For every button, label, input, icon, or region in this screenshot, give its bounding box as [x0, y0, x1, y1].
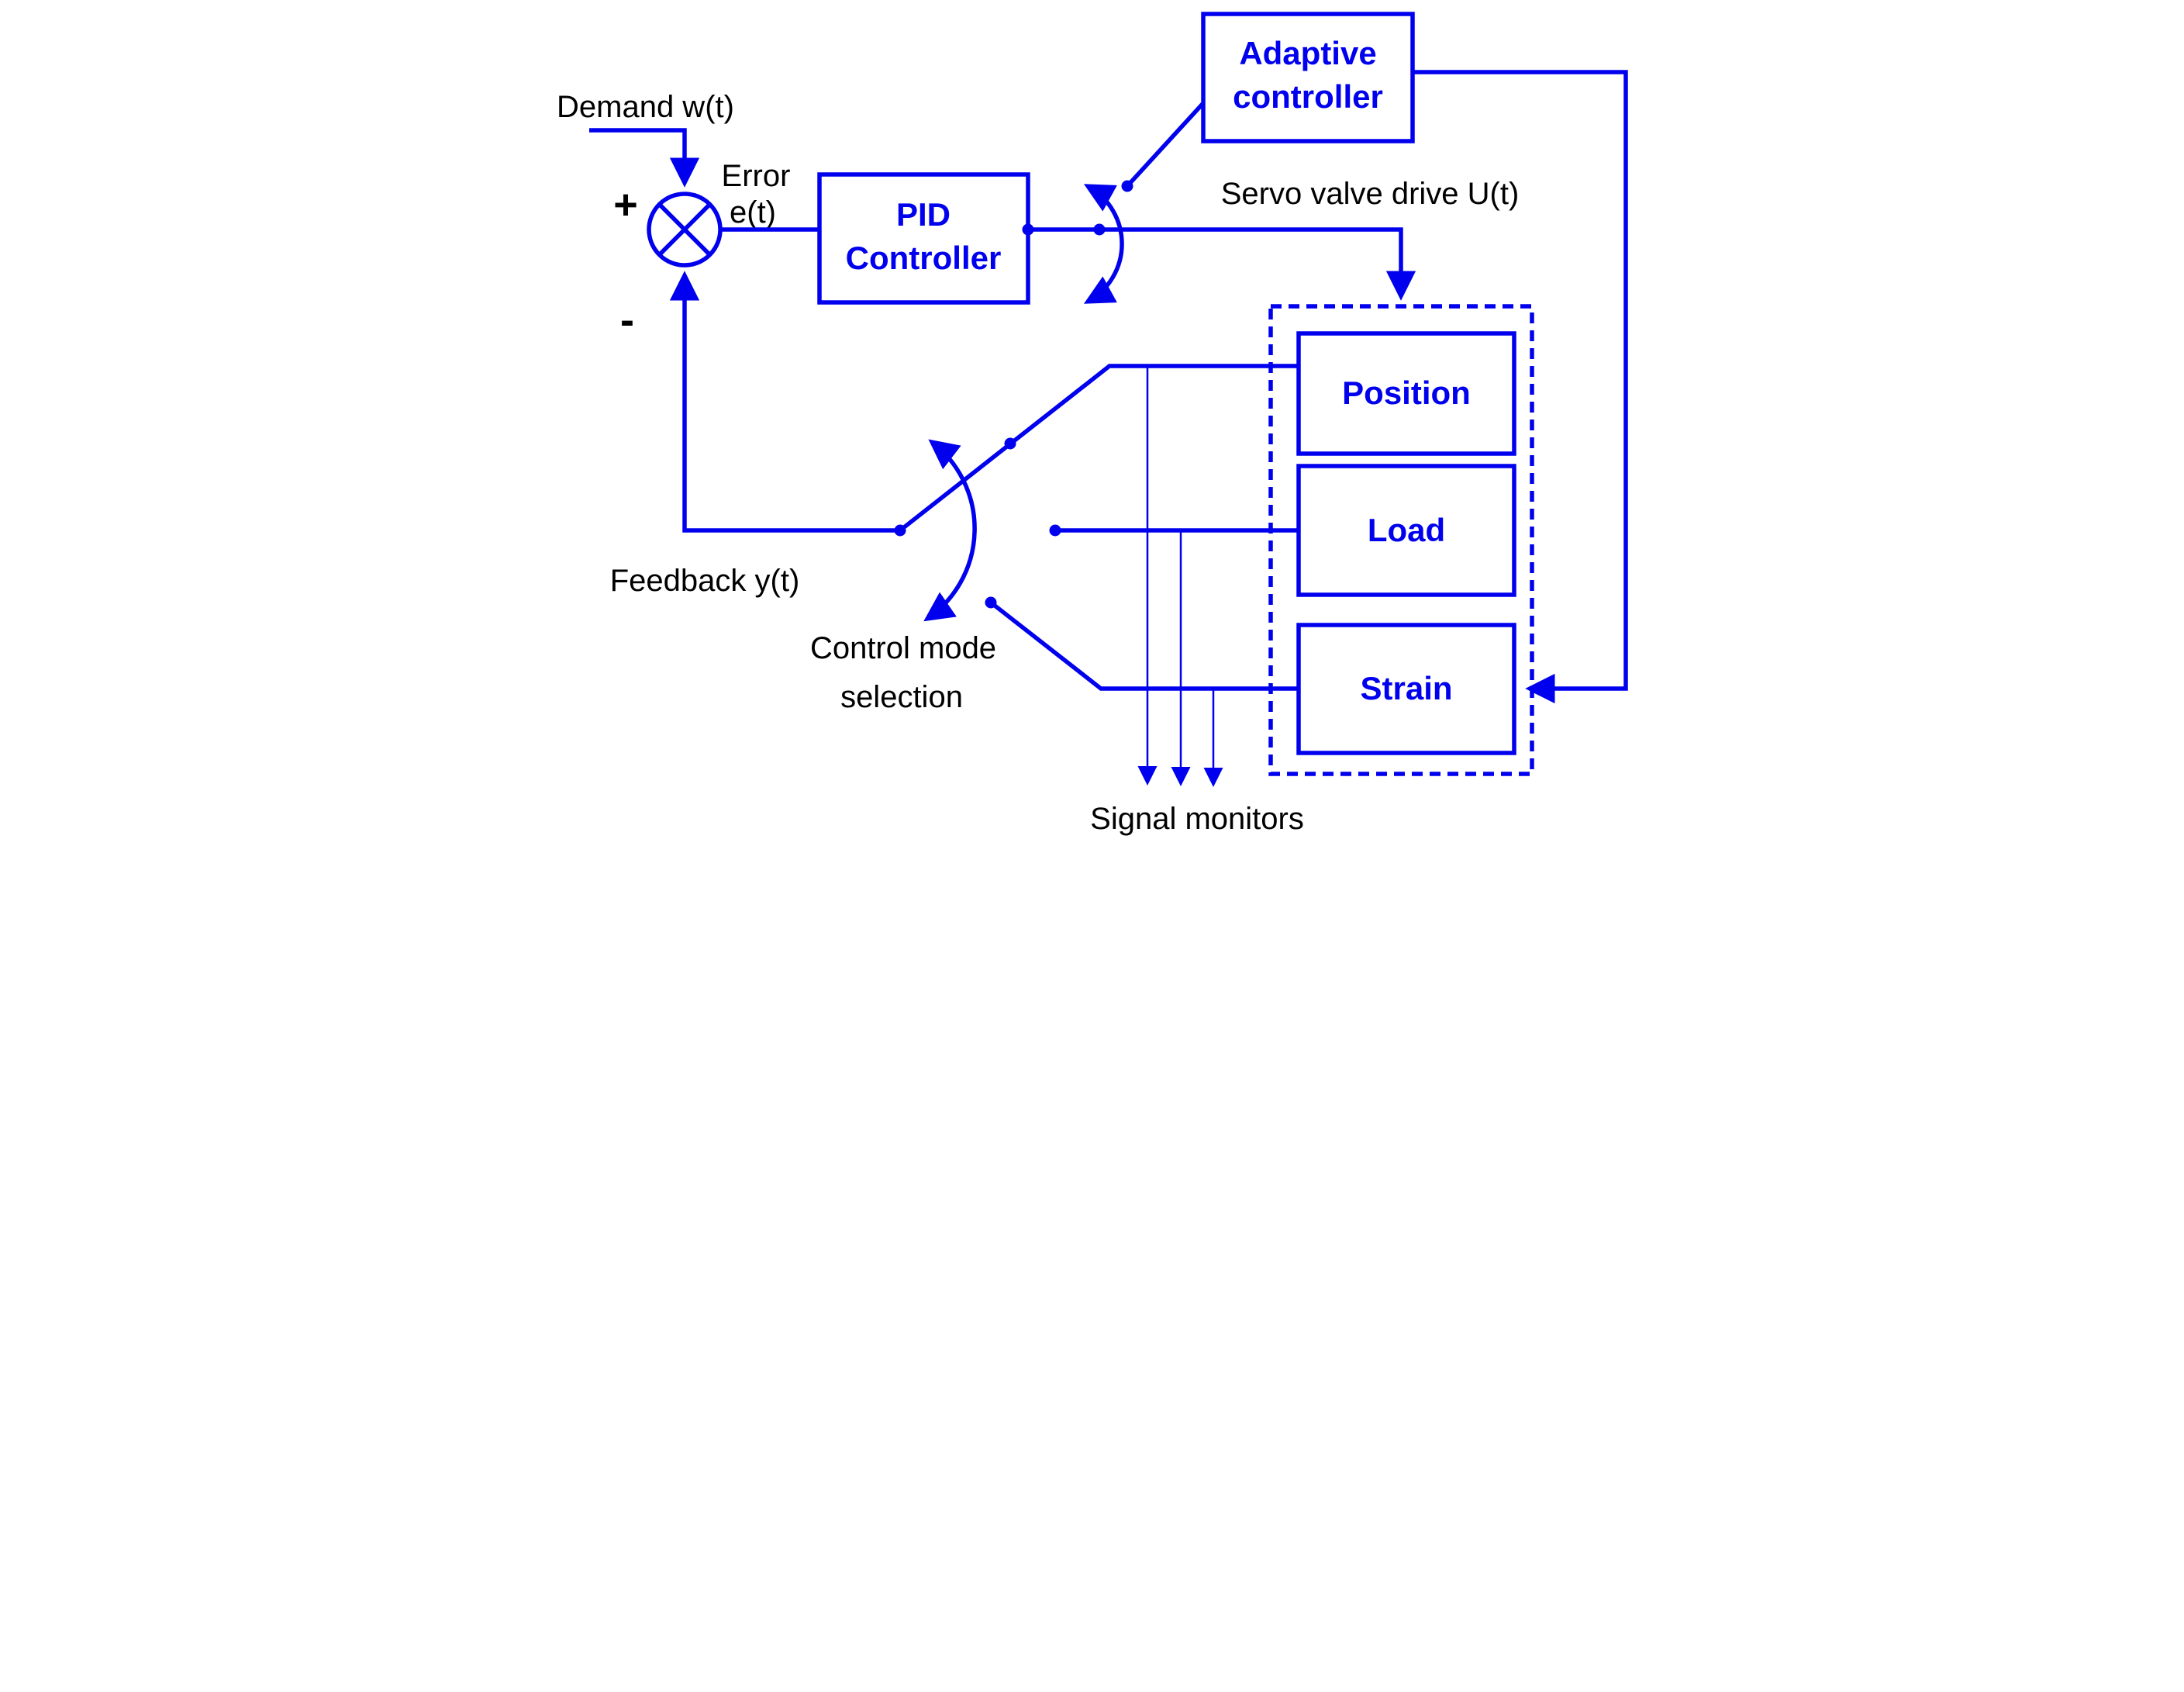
servo-drive-wire — [1027, 227, 1416, 301]
position-feedback-wire — [898, 364, 1299, 533]
demand-label: Demand w(t) — [557, 90, 734, 124]
adaptive-label-line1: Adaptive — [1239, 35, 1376, 71]
minus-sign: - — [620, 297, 634, 344]
plus-sign: + — [613, 181, 638, 228]
mode-label-line1: Control mode — [809, 631, 995, 665]
signal-monitors-label: Signal monitors — [1090, 802, 1304, 836]
strain-feedback-wire — [988, 600, 1299, 691]
summing-junction-x2 — [657, 202, 711, 257]
pid-label-line2: Controller — [845, 240, 1001, 276]
feedback-label: Feedback y(t) — [609, 564, 799, 598]
pid-label-line1: PID — [895, 196, 950, 233]
position-contact-dot — [1004, 437, 1016, 450]
error-label-line2: e(t) — [730, 195, 776, 230]
strain-label: Strain — [1360, 670, 1452, 706]
strain-contact-dot — [985, 596, 996, 609]
pid-output-junction-dot — [1022, 223, 1033, 236]
feedback-wire — [669, 271, 900, 533]
adaptive-label-line2: controller — [1233, 78, 1383, 115]
diagram-canvas: Demand w(t) + - Error e(t) PID Controlle… — [546, 0, 1638, 846]
mode-switch-arc-icon — [923, 439, 977, 622]
position-box — [1296, 331, 1516, 456]
mode-label-line2: selection — [840, 680, 963, 714]
position-label: Position — [1342, 375, 1471, 411]
load-contact-dot — [1049, 524, 1061, 537]
adaptive-controller-box — [1200, 12, 1415, 143]
plant-dashed-box — [1268, 304, 1534, 776]
summing-junction-icon — [646, 192, 723, 268]
adaptive-output-wire — [1412, 70, 1628, 704]
load-label: Load — [1367, 512, 1444, 548]
pid-switch-contact-dot — [1093, 223, 1105, 236]
pid-switch-arc-icon — [1083, 184, 1124, 304]
servo-drive-label: Servo valve drive U(t) — [1220, 177, 1519, 211]
adaptive-switch-wire — [1125, 102, 1205, 188]
control-diagram-svg: Demand w(t) + - Error e(t) PID Controlle… — [557, 12, 1628, 836]
demand-input-wire — [588, 128, 699, 188]
pid-controller-box — [816, 172, 1030, 305]
feedback-pole-dot — [894, 524, 906, 537]
error-label-line1: Error — [721, 159, 790, 193]
